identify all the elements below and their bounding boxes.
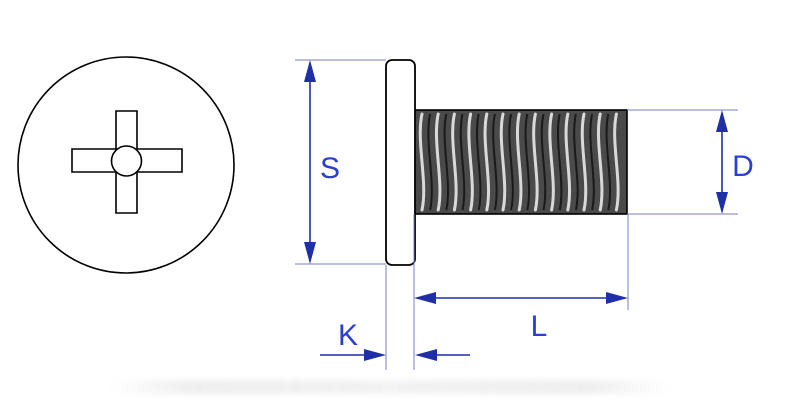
thread-root bbox=[605, 113, 612, 211]
thread-crest bbox=[467, 112, 474, 212]
thread-root bbox=[508, 113, 514, 211]
dimension-label-l: L bbox=[531, 310, 548, 343]
thread-crest bbox=[564, 112, 572, 212]
screw-side-view bbox=[385, 59, 628, 266]
thread-crest bbox=[483, 112, 491, 212]
dimension-l: L bbox=[413, 214, 629, 370]
thread-root bbox=[524, 113, 531, 211]
thread-root bbox=[589, 113, 595, 211]
dimension-k: K bbox=[320, 265, 470, 370]
thread-root bbox=[573, 113, 579, 211]
thread-crest bbox=[548, 112, 555, 212]
thread-crest bbox=[499, 112, 507, 212]
thread-root bbox=[443, 113, 450, 211]
thread-root bbox=[540, 113, 547, 211]
dimension-s: S bbox=[295, 59, 386, 265]
dimension-label-k: K bbox=[338, 319, 358, 352]
dimensions: S D L K bbox=[295, 59, 754, 370]
thread-crest bbox=[580, 112, 588, 212]
thread-root bbox=[475, 113, 482, 211]
thread-root bbox=[459, 113, 466, 211]
blurred-caption-strip bbox=[110, 380, 670, 394]
thread-crest bbox=[613, 112, 620, 212]
dimension-d: D bbox=[627, 109, 754, 215]
thread-crest bbox=[515, 112, 523, 212]
phillips-cross-head-icon bbox=[71, 110, 183, 214]
thread-crest bbox=[596, 112, 604, 212]
thread-crest bbox=[418, 112, 426, 212]
dimension-label-d: D bbox=[732, 150, 754, 183]
threaded-shank bbox=[413, 109, 628, 215]
thread-root bbox=[427, 113, 433, 211]
thread-crest bbox=[532, 112, 539, 212]
thread-crest bbox=[451, 112, 458, 212]
thread-root bbox=[556, 113, 563, 211]
screw-top-view bbox=[17, 56, 235, 274]
thread-root bbox=[492, 113, 498, 211]
screw-head-side bbox=[385, 59, 416, 266]
dimension-label-s: S bbox=[320, 152, 340, 185]
thread-crest bbox=[434, 112, 442, 212]
